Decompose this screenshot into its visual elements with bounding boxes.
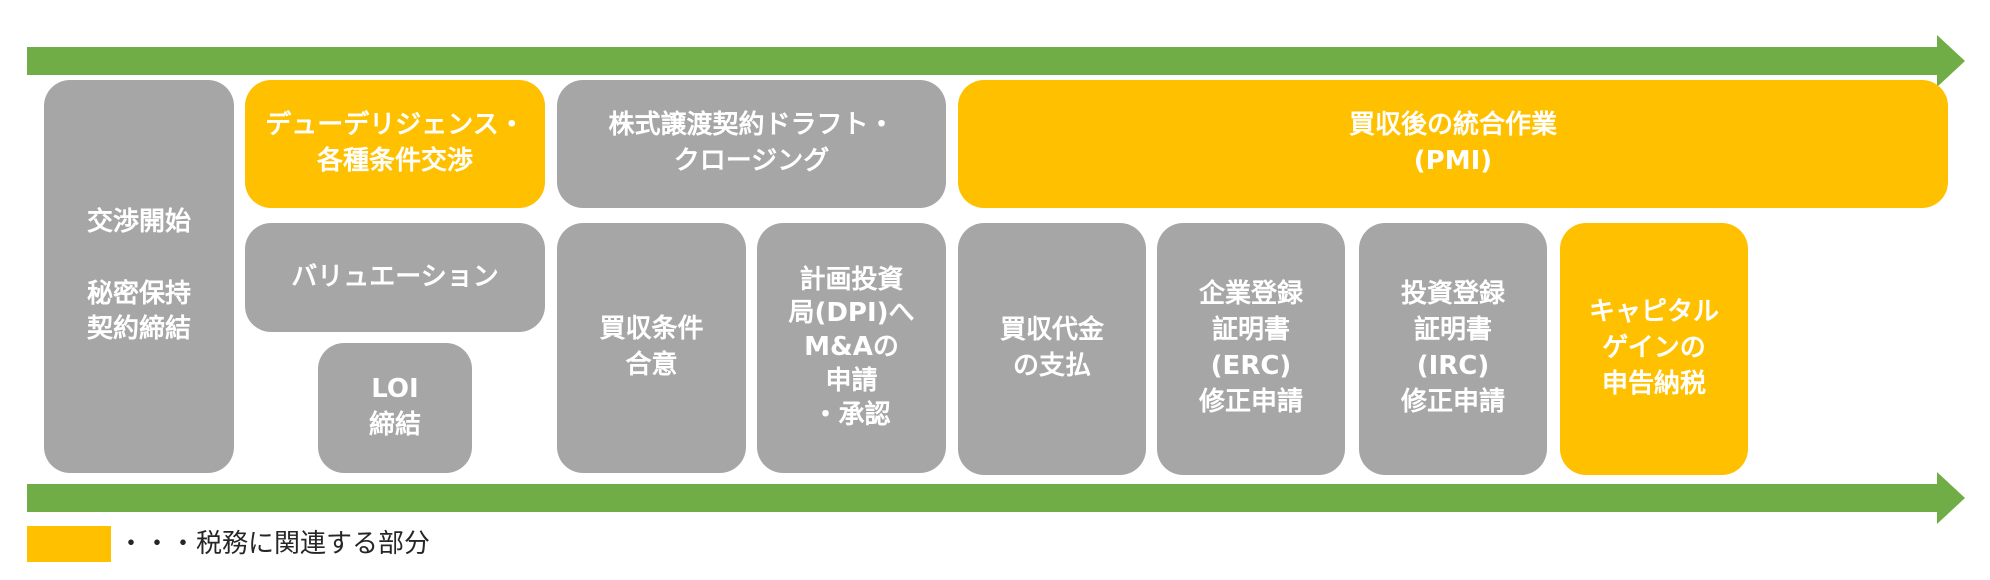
negotiation-start-box: 交渉開始 秘密保持 契約締結: [44, 80, 234, 473]
share-transfer-draft-box: 株式譲渡契約ドラフト・ クロージング: [557, 80, 946, 208]
erc-amendment-box: 企業登録 証明書 (ERC) 修正申請: [1157, 223, 1345, 475]
payment-box: 買収代金 の支払: [958, 223, 1146, 475]
dpi-application-box: 計画投資 局(DPI)へ M&Aの 申請 ・承認: [757, 223, 946, 473]
valuation-box: バリュエーション: [245, 223, 545, 332]
legend-label: ・・・税務に関連する部分: [118, 529, 431, 559]
pmi-box: 買収後の統合作業 (PMI): [958, 80, 1948, 208]
top-timeline-arrow: [27, 30, 1965, 92]
acquisition-terms-box: 買収条件 合意: [557, 223, 746, 473]
bottom-timeline-arrow: [27, 467, 1965, 529]
loi-box: LOI 締結: [318, 343, 472, 473]
capital-gains-tax-box: キャピタル ゲインの 申告納税: [1560, 223, 1748, 475]
due-diligence-box: デューデリジェンス・ 各種条件交渉: [245, 80, 545, 208]
legend-swatch-tax: [27, 526, 111, 562]
irc-amendment-box: 投資登録 証明書 (IRC) 修正申請: [1359, 223, 1547, 475]
